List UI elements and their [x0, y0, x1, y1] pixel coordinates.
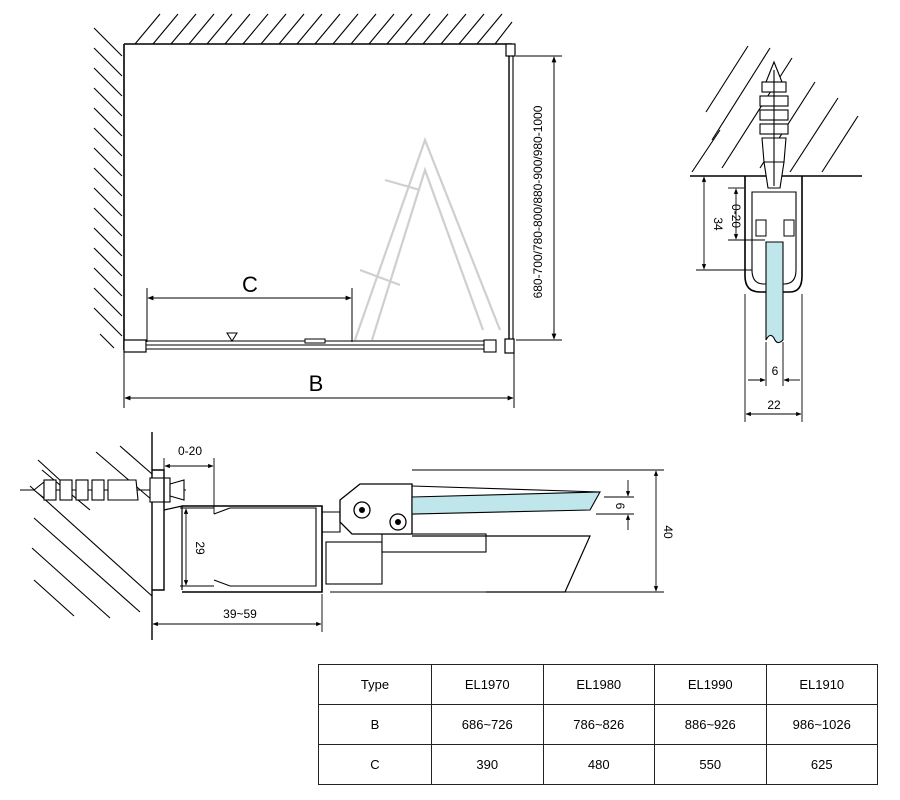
- table-cell: EL1970: [431, 664, 544, 705]
- table-cell: 786~826: [542, 704, 655, 745]
- side-height-label: 29: [193, 541, 207, 555]
- table-cell: 986~1026: [765, 704, 878, 745]
- table-row: B 686~726 786~826 886~926 986~1026: [318, 704, 878, 745]
- side-wall-hatch: [29, 445, 153, 619]
- top-glass-label: 6: [772, 364, 779, 378]
- plan-view: C B 680-700/780-800/880-900/980-1000: [93, 13, 562, 408]
- wall-anchor-icon: [759, 60, 789, 189]
- label-c: C: [242, 272, 258, 297]
- table-cell: 686~726: [431, 704, 544, 745]
- side-total-label: 40: [661, 525, 675, 539]
- table-cell: EL1990: [654, 664, 767, 705]
- table-cell: EL1910: [765, 664, 878, 705]
- side-adjust-label: 0-20: [178, 444, 202, 458]
- top-height-label: 34: [711, 217, 725, 231]
- side-section-detail: 0-20 29 39~59 6 40: [20, 432, 675, 640]
- table-cell: 550: [654, 744, 767, 785]
- table-cell: EL1980: [542, 664, 655, 705]
- side-range-label: 39~59: [223, 607, 257, 621]
- table-cell: Type: [318, 664, 432, 705]
- table-cell: 625: [765, 744, 878, 785]
- handle-icon: [226, 332, 238, 342]
- table-row: C 390 480 550 625: [318, 744, 878, 785]
- side-glass-label: 6: [613, 503, 627, 510]
- wall-hatch-top: [134, 13, 513, 45]
- wall-profile-detail: 0-20 34 6 22: [690, 45, 862, 422]
- table-header-row: Type EL1970 EL1980 EL1990 EL1910: [318, 664, 878, 705]
- label-b: B: [309, 371, 324, 396]
- top-width-label: 22: [767, 398, 781, 412]
- table-cell: 480: [542, 744, 655, 785]
- technical-drawing: C B 680-700/780-800/880-900/980-1000: [20, 13, 862, 640]
- table-cell: 390: [431, 744, 544, 785]
- table-cell: C: [318, 744, 432, 785]
- height-range-label: 680-700/780-800/880-900/980-1000: [531, 105, 545, 298]
- top-adjust-label: 0-20: [729, 204, 743, 228]
- side-anchor-icon: [20, 477, 186, 503]
- watermark-logo: [353, 136, 502, 341]
- table-cell: 886~926: [654, 704, 767, 745]
- spec-table: Type EL1970 EL1980 EL1990 EL1910 B 686~7…: [318, 664, 878, 785]
- wall-hatch-left: [93, 27, 123, 349]
- table-cell: B: [318, 704, 432, 745]
